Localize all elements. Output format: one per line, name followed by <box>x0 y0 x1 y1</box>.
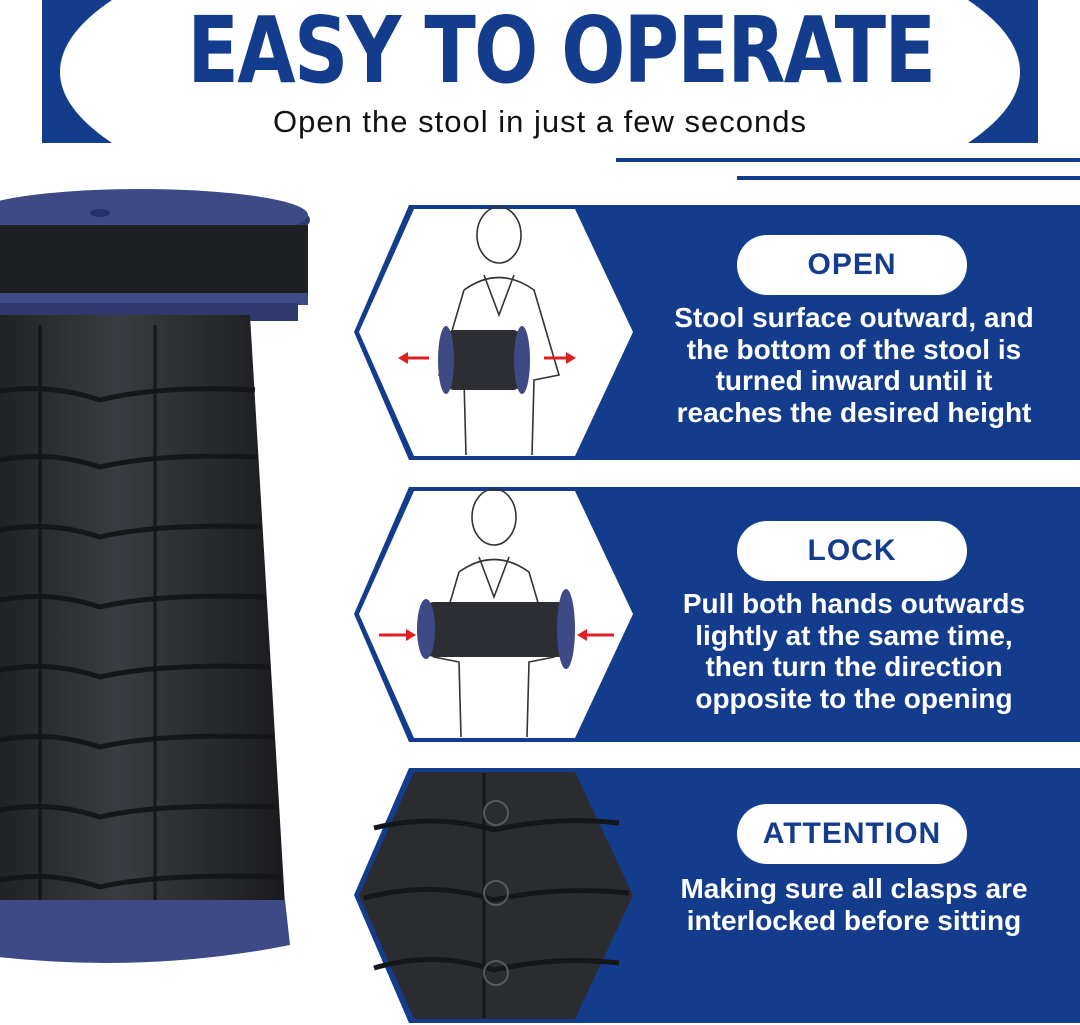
open-description: Stool surface outward, and the bottom of… <box>674 302 1034 428</box>
open-label: OPEN <box>737 235 967 295</box>
right-bracket-decoration <box>968 0 1038 143</box>
attention-label: ATTENTION <box>737 804 967 864</box>
divider-line <box>737 176 1080 180</box>
page-subtitle: Open the stool in just a few seconds <box>272 104 807 139</box>
lock-description: Pull both hands outwards lightly at the … <box>682 588 1026 714</box>
divider-line <box>616 158 1080 162</box>
lock-label: LOCK <box>737 521 967 581</box>
lock-illustration <box>379 488 614 738</box>
left-bracket-decoration <box>42 0 112 143</box>
open-illustration <box>398 206 576 456</box>
page-title: EASY TO OPERATE <box>187 0 936 104</box>
stool-product-image <box>0 189 310 963</box>
attention-panel: ATTENTION Making sure all clasps are int… <box>354 768 1080 1023</box>
attention-description: Making sure all clasps are interlocked b… <box>680 873 1028 936</box>
open-panel: OPEN Stool surface outward, and the bott… <box>354 205 1080 460</box>
lock-panel: LOCK Pull both hands outwards lightly at… <box>354 487 1080 742</box>
